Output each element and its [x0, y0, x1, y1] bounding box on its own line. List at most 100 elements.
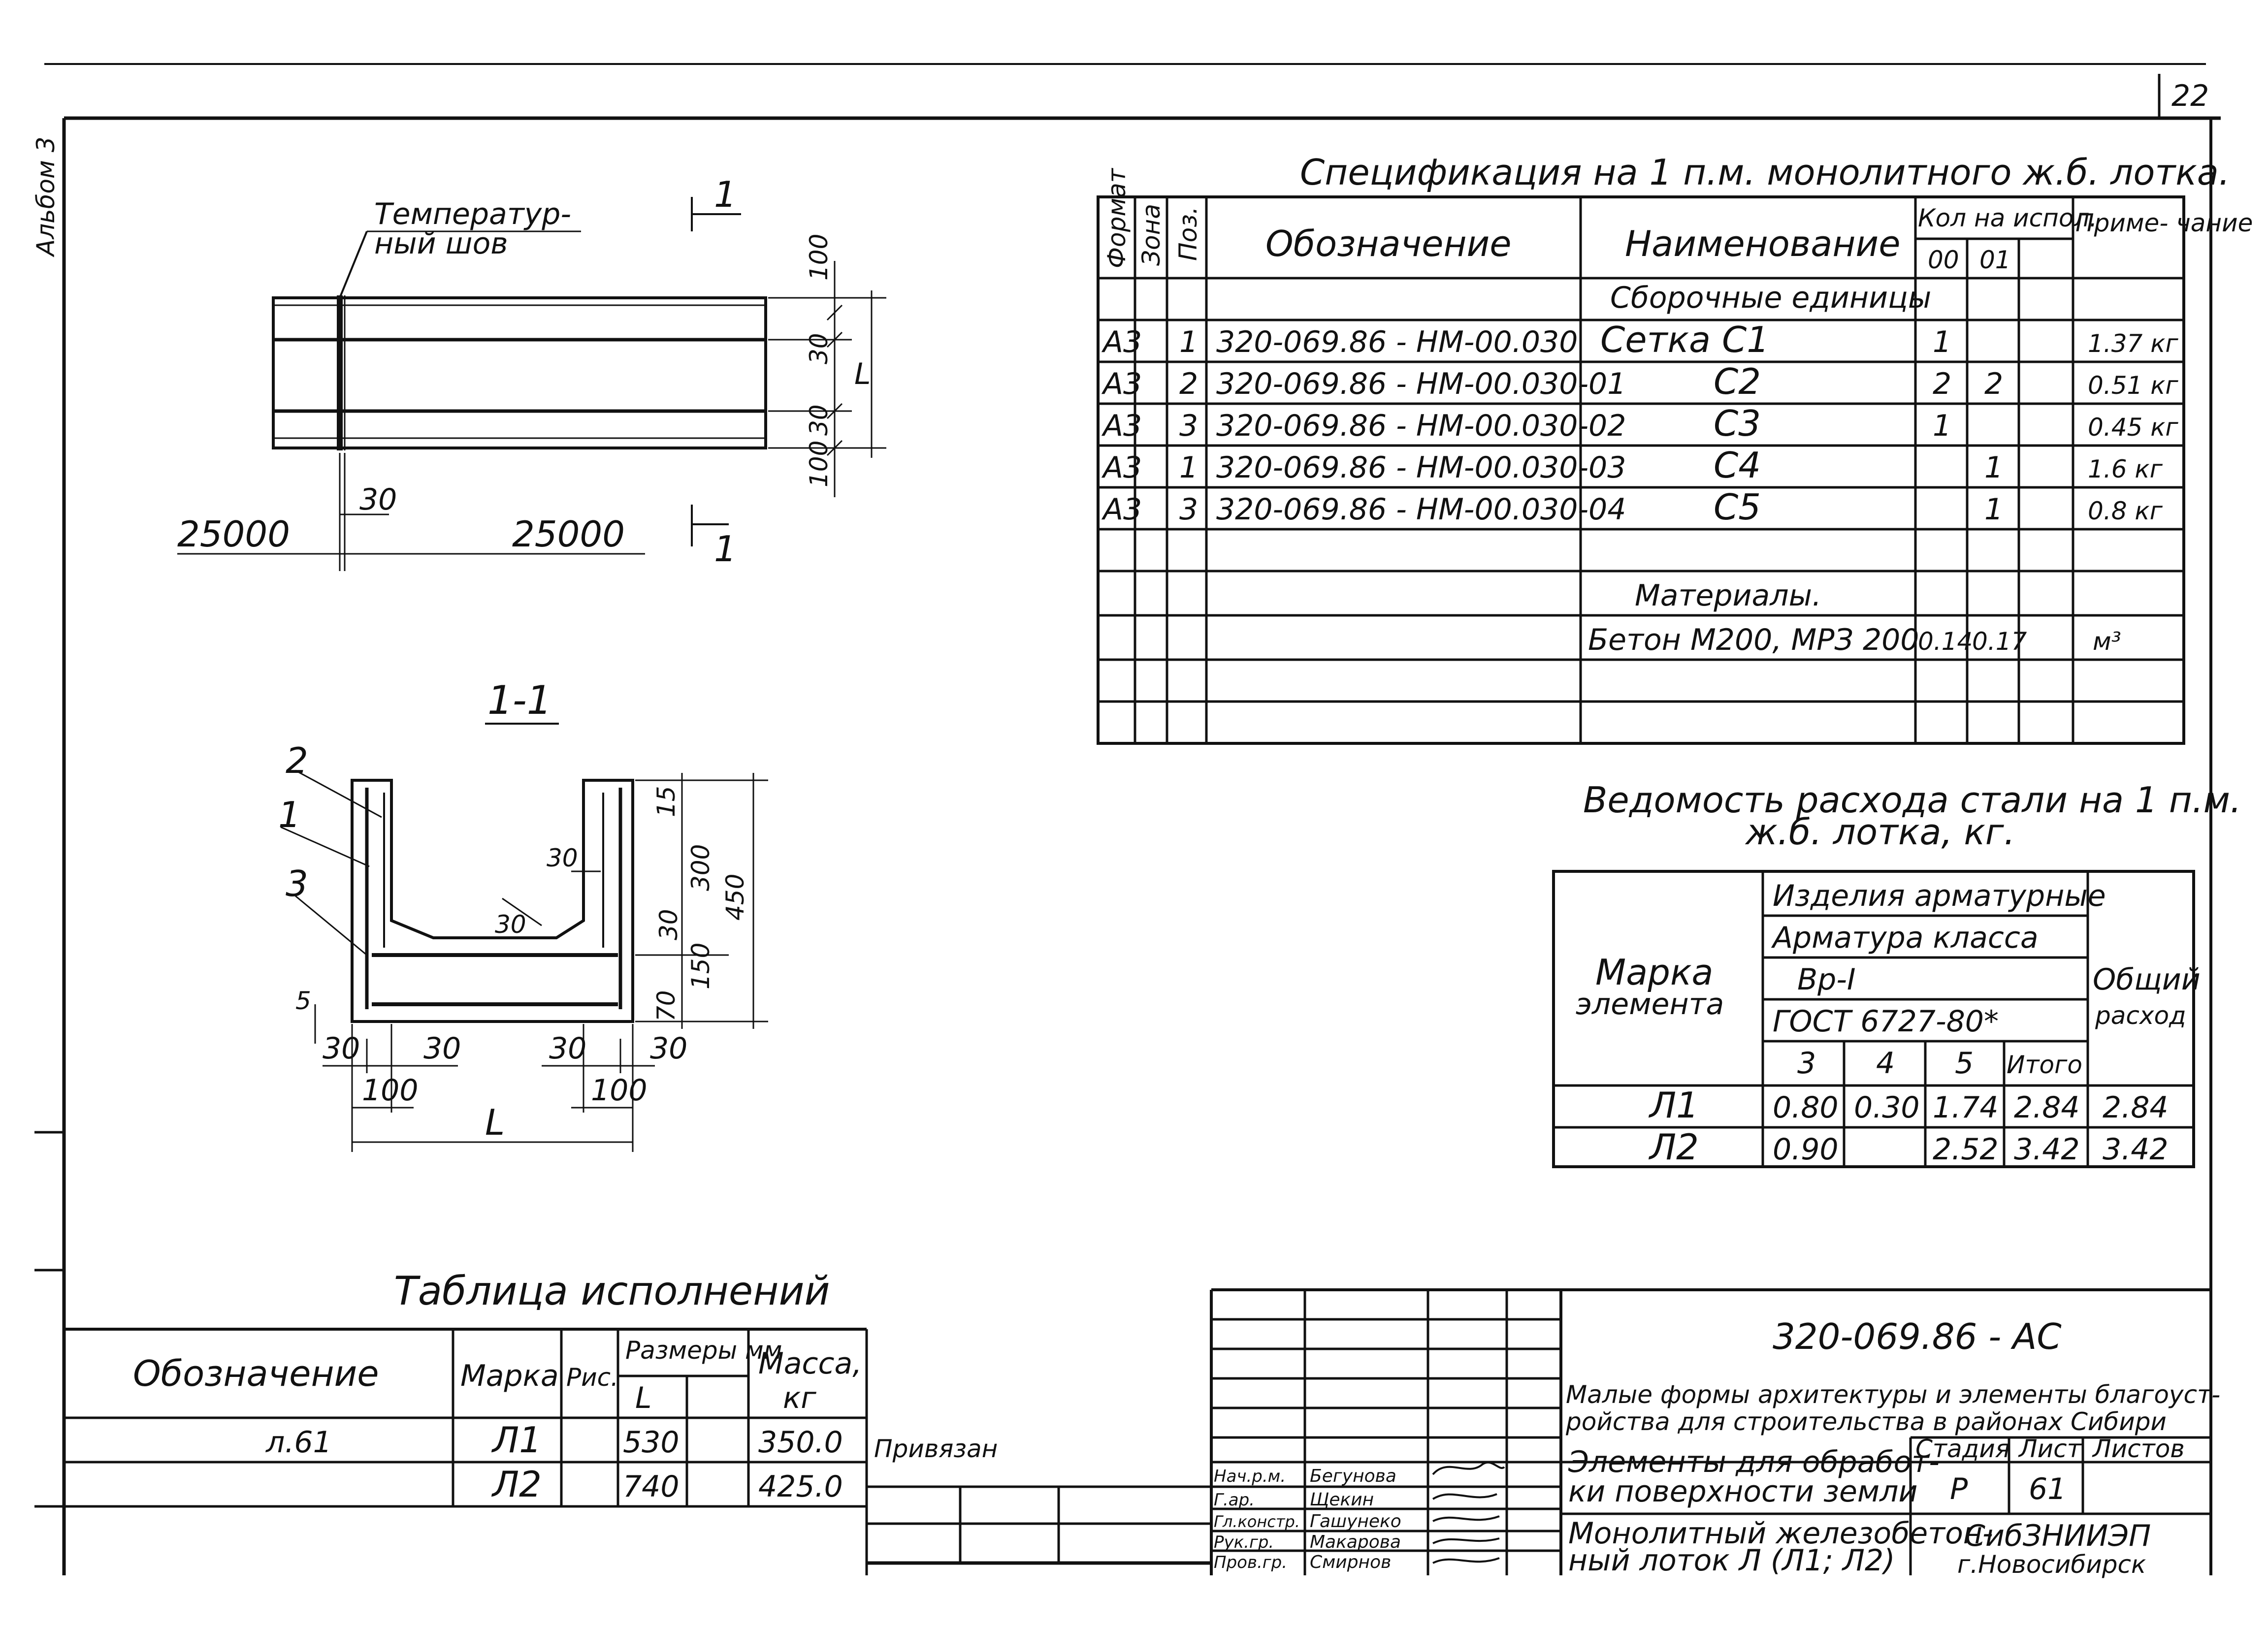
spec-r3-note: 0.45 кг [2088, 413, 2178, 442]
spec-h-qty: Кол на испол. [1918, 204, 2097, 232]
spec-h-format: Формат [1102, 167, 1131, 268]
tb-org-1: СибЗНИИЭП [1965, 1519, 2151, 1553]
variants-h-mass-1: Масса, [758, 1346, 862, 1381]
tb-role-2: Г.ар. [1214, 1490, 1255, 1510]
sec-dim-b30c: 30 [549, 1031, 586, 1066]
length-left: 25000 [177, 513, 290, 555]
variants-r1-designation: л.61 [265, 1425, 332, 1460]
spec-r5-q01: 1 [1984, 492, 2003, 527]
plan-dim-1: 100 [805, 234, 833, 281]
spec-h-designation: Обозначение [1265, 223, 1512, 264]
section-overall: L [485, 1102, 505, 1143]
spec-r2-q00: 2 [1933, 367, 1951, 401]
tb-sheet: 61 [2029, 1472, 2066, 1506]
length-right: 25000 [512, 513, 625, 555]
title-block-grid [1210, 1288, 2211, 1575]
binding-label: Привязан [874, 1435, 998, 1463]
steel-h-gost: ГОСТ 6727-80* [1773, 1004, 1999, 1039]
section-title: 1-1 [487, 677, 552, 723]
steel-h-products: Изделия арматурные [1773, 879, 2106, 913]
side-stamp: Альбом 3 [32, 137, 60, 257]
steel-h-total-1: Общий [2093, 962, 2201, 997]
tb-name-4: Макарова [1310, 1532, 1401, 1552]
spec-material-q00: 0.14 [1918, 627, 1973, 656]
variants-h-dims: Размеры мм [625, 1336, 782, 1365]
steel-h-total-2: расход [2095, 1001, 2186, 1030]
variants-r1-L: 530 [623, 1425, 680, 1460]
tb-stage: Р [1950, 1472, 1968, 1506]
tb-item-1: Монолитный железобетон- [1568, 1516, 1993, 1551]
steel-h-grade: Вр-I [1797, 962, 1856, 997]
steel-h-class: Арматура класса [1771, 921, 2039, 955]
steel-r2-sum: 3.42 [2014, 1132, 2080, 1167]
sec-dim-150: 150 [686, 943, 715, 990]
variants-r2-mass: 425.0 [758, 1469, 843, 1504]
sec-dim-30b: 30 [654, 909, 683, 940]
variants-table-grid [64, 1328, 1211, 1575]
tb-role-5: Пров.гр. [1214, 1553, 1287, 1572]
sec-dim-b100b: 100 [591, 1073, 648, 1108]
spec-r2-des: 320-069.86 - НМ-00.030-01 [1216, 367, 1626, 401]
steel-title-1: Ведомость расхода стали на 1 п.м. [1583, 779, 2241, 821]
joint-label-2: ный шов [374, 226, 508, 261]
spec-r2-name: С2 [1714, 361, 1761, 402]
sec-dim-30c: 30 [495, 910, 526, 939]
tb-name-1: Бегунова [1310, 1466, 1396, 1486]
spec-group-materials: Материалы. [1635, 578, 1821, 613]
sec-dim-b100a: 100 [362, 1073, 419, 1108]
sec-dim-b30a: 30 [323, 1031, 360, 1066]
sheet-number: 22 [2171, 79, 2209, 113]
steel-r1-c4: 0.30 [1854, 1090, 1920, 1125]
spec-h-name: Наименование [1625, 223, 1901, 264]
spec-r4-pos: 1 [1179, 450, 1198, 485]
spec-r2-q01: 2 [1984, 367, 2003, 401]
joint-gap: 30 [359, 482, 397, 517]
pos-label-1: 1 [278, 794, 301, 835]
variants-title: Таблица исполнений [394, 1268, 830, 1314]
spec-r3-des: 320-069.86 - НМ-00.030-02 [1216, 409, 1626, 443]
tb-org-2: г.Новосибирск [1957, 1550, 2146, 1579]
tb-item-2: ный лоток Л (Л1; Л2) [1568, 1543, 1895, 1578]
sec-dim-30a: 30 [547, 844, 578, 872]
steel-h-mark-2: элемента [1576, 987, 1724, 1021]
spec-r3-fmt: А3 [1101, 409, 1142, 443]
joint-label-1: Температур- [374, 197, 571, 231]
tb-role-1: Нач.р.м. [1214, 1467, 1286, 1486]
spec-r2-note: 0.51 кг [2088, 371, 2178, 400]
steel-r2-c3: 0.90 [1773, 1132, 1839, 1167]
spec-r4-des: 320-069.86 - НМ-00.030-03 [1216, 450, 1626, 485]
spec-r5-note: 0.8 кг [2088, 497, 2163, 525]
variants-r2-mark: Л2 [491, 1464, 542, 1505]
steel-h-mark-1: Марка [1595, 952, 1714, 993]
spec-h-qty01: 01 [1979, 246, 2011, 274]
variants-r1-mass: 350.0 [758, 1425, 843, 1460]
steel-r2-c5: 2.52 [1933, 1132, 1999, 1167]
signatures [1432, 1461, 1505, 1564]
section-mark-top: 1 [714, 174, 737, 215]
tb-name-3: Гашунеко [1310, 1511, 1401, 1532]
tb-series-1: Малые формы архитектуры и элементы благо… [1566, 1380, 2220, 1409]
steel-col-3: 3 [1797, 1046, 1816, 1081]
section-view [280, 723, 768, 1152]
sec-dim-300: 300 [686, 844, 715, 891]
spec-r1-name: Сетка С1 [1600, 319, 1769, 360]
spec-r5-des: 320-069.86 - НМ-00.030-04 [1216, 492, 1626, 527]
steel-r2-total: 3.42 [2103, 1132, 2169, 1167]
spec-group-assembly: Сборочные единицы [1610, 281, 1931, 315]
spec-table-grid [1097, 195, 2185, 745]
spec-r1-des: 320-069.86 - НМ-00.030 [1216, 325, 1578, 359]
spec-h-qty00: 00 [1928, 246, 1959, 274]
spec-r1-q00: 1 [1933, 325, 1951, 359]
plan-dim-4: 100 [805, 441, 833, 487]
pos-label-2: 2 [286, 740, 308, 781]
spec-material-note: м³ [2093, 627, 2121, 656]
steel-table-grid [1552, 870, 2195, 1168]
section-mark-bottom: 1 [714, 528, 737, 570]
spec-r1-note: 1.37 кг [2088, 329, 2178, 358]
spec-r1-pos: 1 [1179, 325, 1198, 359]
tb-sheets-h: Листов [2092, 1435, 2185, 1463]
spec-title: Спецификация на 1 п.м. монолитного ж.б. … [1300, 152, 2230, 193]
spec-r4-q01: 1 [1984, 450, 2003, 485]
tb-part-2: ки поверхности земли [1568, 1474, 1917, 1509]
